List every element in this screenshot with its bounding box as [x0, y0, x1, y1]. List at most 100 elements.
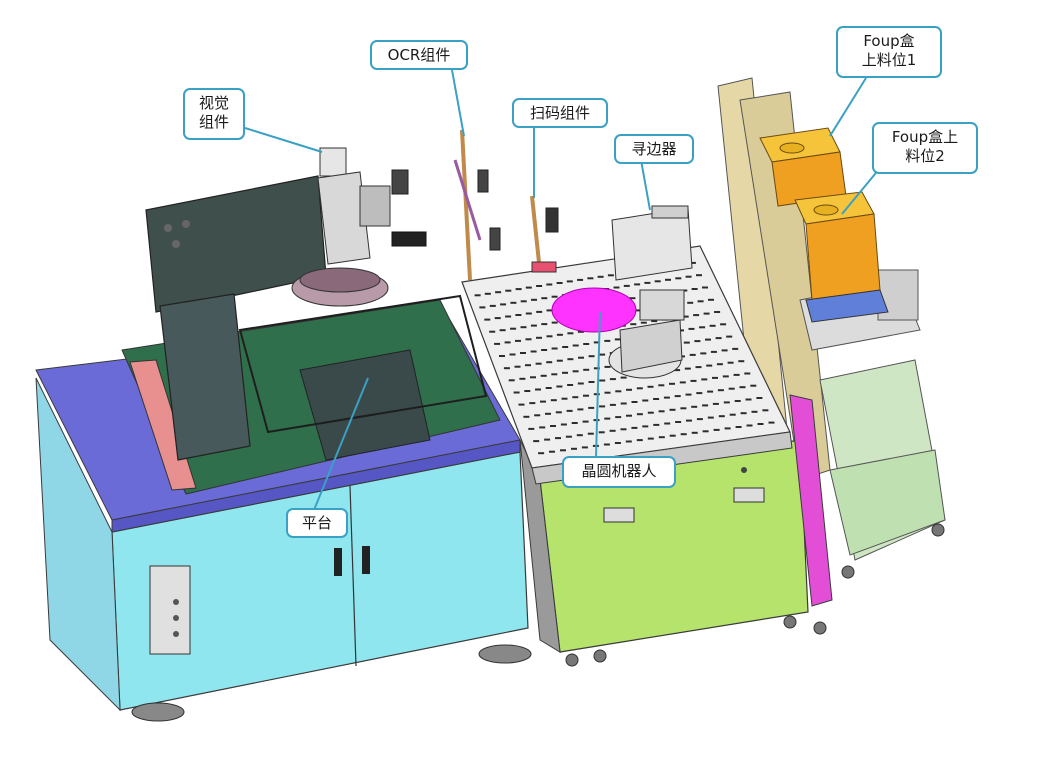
scan-assembly	[530, 195, 559, 273]
perforation-slot	[689, 261, 696, 264]
perforation-slot	[702, 430, 709, 433]
perforation-slot	[647, 411, 654, 414]
perforation-slot	[697, 300, 704, 303]
ocr-assembly	[453, 129, 501, 281]
perforation-slot	[708, 298, 714, 301]
perforation-slot	[510, 327, 517, 330]
perforation-slot	[626, 388, 632, 391]
perforation-slot	[665, 278, 671, 281]
perforation-slot	[720, 323, 727, 326]
perforation-slot	[696, 392, 703, 395]
leader-lines	[244, 69, 881, 511]
perforation-slot	[520, 352, 526, 354]
perforation-slot	[714, 311, 721, 313]
perforation-slot	[658, 436, 665, 439]
perforation-slot	[768, 421, 775, 424]
perforation-slot	[631, 401, 638, 403]
callout-foup1-line2: 上料位1	[861, 51, 917, 69]
perforation-slot	[555, 437, 561, 440]
perforation-slot	[571, 422, 578, 424]
perforation-slot	[607, 274, 614, 277]
perforation-slot	[664, 422, 671, 425]
perforation-slot	[750, 384, 757, 387]
perforation-slot	[525, 364, 531, 367]
perforation-slot	[647, 385, 654, 388]
perforation-slot	[604, 391, 611, 394]
main-station	[35, 147, 532, 722]
perforation-slot	[593, 367, 600, 370]
perforation-slot	[556, 282, 563, 284]
perforation-slot	[550, 425, 556, 427]
perforation-slot	[560, 423, 567, 426]
perforation-slot	[540, 400, 546, 403]
perforation-slot	[560, 449, 566, 452]
perforation-slot	[555, 411, 562, 414]
perforation-slot	[599, 379, 606, 382]
perforation-slot	[615, 416, 622, 419]
perforation-slot	[484, 318, 491, 321]
perforation-slot	[620, 402, 627, 405]
perforation-slot	[562, 346, 569, 348]
perforation-slot	[577, 408, 584, 411]
perforation-slot	[567, 384, 574, 386]
perforation-slot	[572, 344, 579, 347]
perforation-slot	[567, 332, 574, 335]
perforation-slot	[702, 404, 709, 407]
perforation-slot	[494, 317, 501, 320]
perforation-slot	[696, 274, 702, 277]
perforation-slot	[603, 443, 610, 446]
perforation-slot	[505, 315, 512, 318]
perforation-slot	[515, 339, 521, 342]
perforation-slot	[572, 396, 579, 399]
callout-scan: 扫码组件	[512, 98, 608, 128]
perforation-slot	[728, 387, 735, 390]
perforation-slot	[604, 365, 611, 368]
callout-foup2-line1: Foup盒上	[891, 128, 959, 146]
perforation-slot	[562, 371, 568, 374]
perforation-slot	[724, 427, 731, 430]
wafer	[551, 287, 637, 333]
perforation-slot	[635, 309, 642, 312]
perforation-slot	[528, 427, 535, 430]
perforation-slot	[691, 405, 698, 408]
perforation-slot	[577, 382, 584, 385]
perforation-slot	[642, 399, 649, 402]
perforation-slot	[721, 349, 728, 352]
perforation-slot	[540, 374, 547, 377]
perforation-slot	[494, 342, 501, 345]
perforation-slot	[551, 347, 558, 350]
perforation-slot	[520, 326, 527, 329]
perforation-slot	[597, 275, 604, 278]
perforation-slot	[499, 355, 505, 357]
perforation-slot	[520, 300, 527, 303]
perforation-slot	[546, 309, 553, 312]
perforation-slot	[735, 426, 742, 428]
perforation-slot	[535, 362, 542, 365]
callout-vision-line2: 组件	[198, 113, 229, 131]
perforation-slot	[744, 372, 751, 375]
perforation-slot	[717, 389, 724, 392]
perforation-slot	[740, 412, 747, 415]
perforation-slot	[474, 294, 481, 297]
perforation-slot	[613, 286, 620, 289]
perforation-slot	[598, 431, 605, 434]
perforation-slot	[762, 409, 769, 412]
perforation-slot	[565, 435, 572, 438]
perforation-slot	[658, 384, 665, 387]
perforation-slot	[545, 387, 552, 389]
perforation-slot	[609, 429, 616, 432]
perforation-slot	[583, 394, 589, 397]
callout-foup2: Foup盒上 料位2	[872, 122, 978, 174]
perforation-slot	[726, 335, 733, 338]
perforation-slot	[691, 431, 698, 434]
perforation-slot	[653, 423, 660, 426]
perforation-slot	[687, 301, 694, 304]
perforation-slot	[693, 314, 700, 317]
perforation-slot	[674, 369, 681, 372]
perforation-slot	[623, 284, 630, 287]
perforation-slot	[669, 408, 676, 411]
perforation-slot	[531, 298, 537, 301]
perforation-slot	[636, 387, 643, 390]
perforation-slot	[523, 415, 530, 418]
